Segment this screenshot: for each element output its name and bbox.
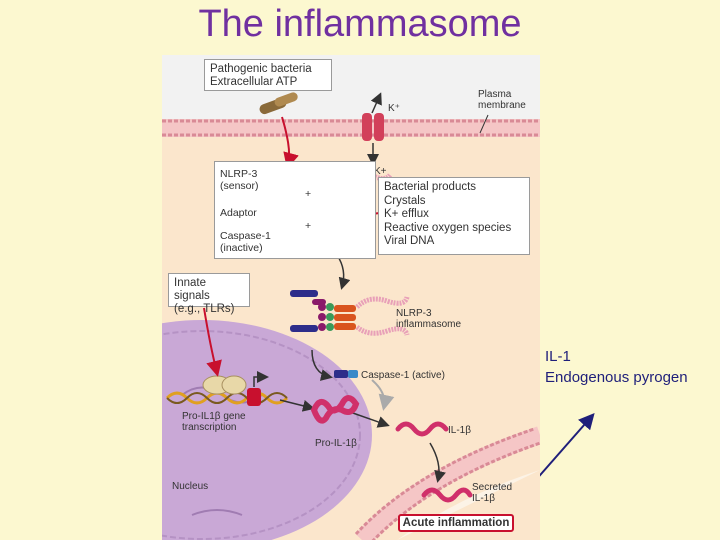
k-channel-icon [362, 92, 384, 166]
products-box: Bacterial products Crystals K+ efflux Re… [378, 177, 530, 255]
innate-signals-box: Innate signals (e.g., TLRs) [168, 273, 250, 315]
pathogenic-bacteria-label: Pathogenic bacteria [210, 63, 312, 75]
pro-il1b-label: Pro-IL-1β [315, 438, 357, 449]
secreted-il1b-protein [421, 487, 473, 503]
nucleus-label: Nucleus [172, 481, 209, 492]
bacteria-icon [259, 92, 298, 115]
bacterial-products-label: Bacterial products [384, 181, 477, 193]
plasma-membrane-label: Plasma membrane [478, 89, 526, 111]
nlrp3-sensor-label: NLRP-3 (sensor) [220, 168, 259, 192]
il1b-label: IL-1β [448, 425, 471, 436]
secreted-label: Secreted [472, 482, 513, 493]
viral-dna-label: Viral DNA [384, 235, 435, 247]
caspase-inactive-label: Caspase-1 (inactive) [220, 230, 271, 254]
inflammasome-nlrp3-label: NLRP-3 [396, 308, 432, 319]
dna-helix [165, 371, 289, 406]
inflammasome-figure: Pathogenic bacteria Extracellular ATP K⁺… [162, 55, 540, 540]
plus-sign-2: + [305, 220, 312, 232]
stimuli-box: Pathogenic bacteria Extracellular ATP [204, 59, 332, 91]
inflammasome-complex [290, 290, 410, 336]
tlrs-label: (e.g., TLRs) [174, 303, 235, 315]
plasma-membrane-top [162, 119, 540, 137]
secreted-il1b-label: Secreted IL-1β [472, 482, 512, 504]
innate-signals-label: Innate signals [174, 277, 210, 302]
il1-annotation: IL-1 Endogenous pyrogen [545, 346, 688, 388]
plus-sign-1: + [305, 188, 312, 200]
plasma-label: Plasma [478, 89, 512, 100]
k-efflux-item-label: K+ efflux [384, 208, 429, 220]
k-efflux-label: K⁺ [388, 103, 400, 114]
acute-inflammation-box: Acute inflammation [398, 514, 514, 532]
caspase-active-label: Caspase-1 (active) [361, 370, 445, 381]
transcription-label: transcription [182, 422, 237, 433]
crystals-label: Crystals [384, 194, 426, 207]
ros-label: Reactive oxygen species [384, 221, 512, 234]
pro-il1b-protein [311, 395, 360, 424]
nlrp3-inflammasome-label: NLRP-3 inflammasome [396, 308, 461, 330]
membrane-label: membrane [478, 100, 526, 111]
sensor-label: (sensor) [220, 180, 259, 192]
adaptor-label: Adaptor [220, 207, 257, 219]
gene-transcription-label: Pro-IL1β gene transcription [182, 411, 246, 433]
caspase-active-molecule [334, 370, 358, 378]
pro-il1b-gene-label: Pro-IL1β gene [182, 411, 246, 422]
components-box: NLRP-3 (sensor) + Adaptor + Caspase-1 (i… [214, 161, 376, 259]
caspase1-label: Caspase-1 [220, 230, 271, 242]
plasma-membrane-pointer [479, 114, 489, 134]
il1b-protein [395, 421, 449, 437]
slide-title: The inflammasome [198, 3, 522, 45]
k-influx-label: K+ [374, 166, 387, 177]
secreted-il1b-name: IL-1β [472, 493, 495, 504]
extracellular-atp-label: Extracellular ATP [210, 76, 298, 88]
inactive-label: (inactive) [220, 242, 263, 254]
inflammasome-label: inflammasome [396, 319, 462, 330]
endogenous-pyrogen-label: Endogenous pyrogen [545, 369, 688, 386]
il1-label: IL-1 [545, 348, 571, 365]
nlrp3-label: NLRP-3 [220, 168, 258, 180]
